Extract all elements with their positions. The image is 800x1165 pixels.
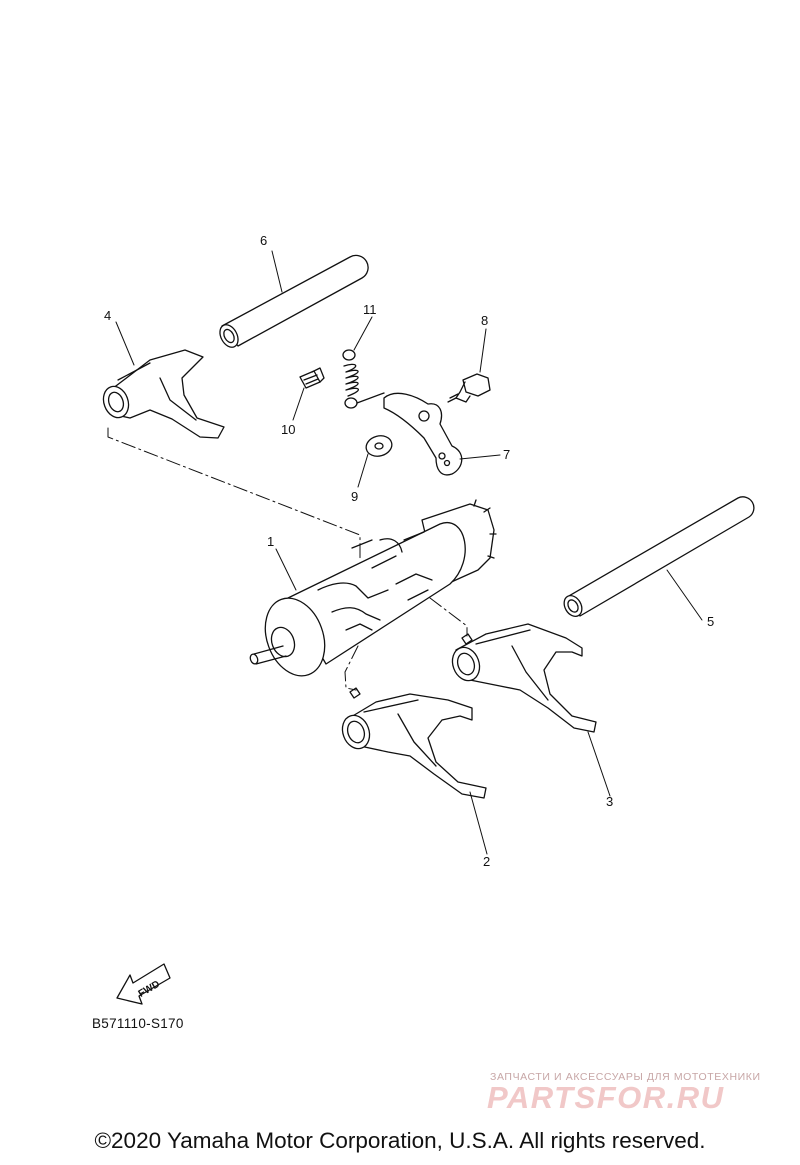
- callout-9: 9: [351, 489, 358, 504]
- fwd-arrow-icon: FWD: [116, 963, 171, 1005]
- callout-labels: 6 4 11 8 10 7 9 1 5 3 2: [104, 233, 714, 869]
- callout-11: 11: [363, 302, 377, 317]
- spring-11: [342, 349, 385, 409]
- callout-8: 8: [481, 313, 488, 328]
- shift-fork-shaft-upper: [219, 254, 369, 348]
- callout-4: 4: [104, 308, 111, 323]
- diagram-part-code: B571110-S170: [92, 1016, 184, 1031]
- copyright-notice: ©2020 Yamaha Motor Corporation, U.S.A. A…: [94, 1128, 706, 1153]
- callout-2: 2: [483, 854, 490, 869]
- shift-fork-shaft-lower: [563, 496, 755, 617]
- watermark-tagline: ЗАПЧАСТИ И АКСЕССУАРЫ ДЛЯ МОТОТЕХНИКИ: [490, 1071, 761, 1083]
- stopper-lever-7: [383, 392, 463, 476]
- callout-6: 6: [260, 233, 267, 248]
- bolt-8: [447, 373, 491, 403]
- callout-1: 1: [267, 534, 274, 549]
- shift-drum-1: [249, 499, 497, 677]
- washer-9: [365, 435, 393, 457]
- callout-10: 10: [281, 422, 295, 437]
- callout-7: 7: [503, 447, 510, 462]
- shift-fork-2: [341, 687, 487, 799]
- callout-3: 3: [606, 794, 613, 809]
- shift-fork-4: [102, 349, 225, 439]
- bolt-10: [299, 367, 325, 389]
- watermark-logo: PARTSFOR.RU: [487, 1080, 725, 1115]
- callout-5: 5: [707, 614, 714, 629]
- assembly-lines: [107, 427, 468, 691]
- leader-lines: [115, 250, 703, 855]
- shift-fork-3: [451, 623, 597, 733]
